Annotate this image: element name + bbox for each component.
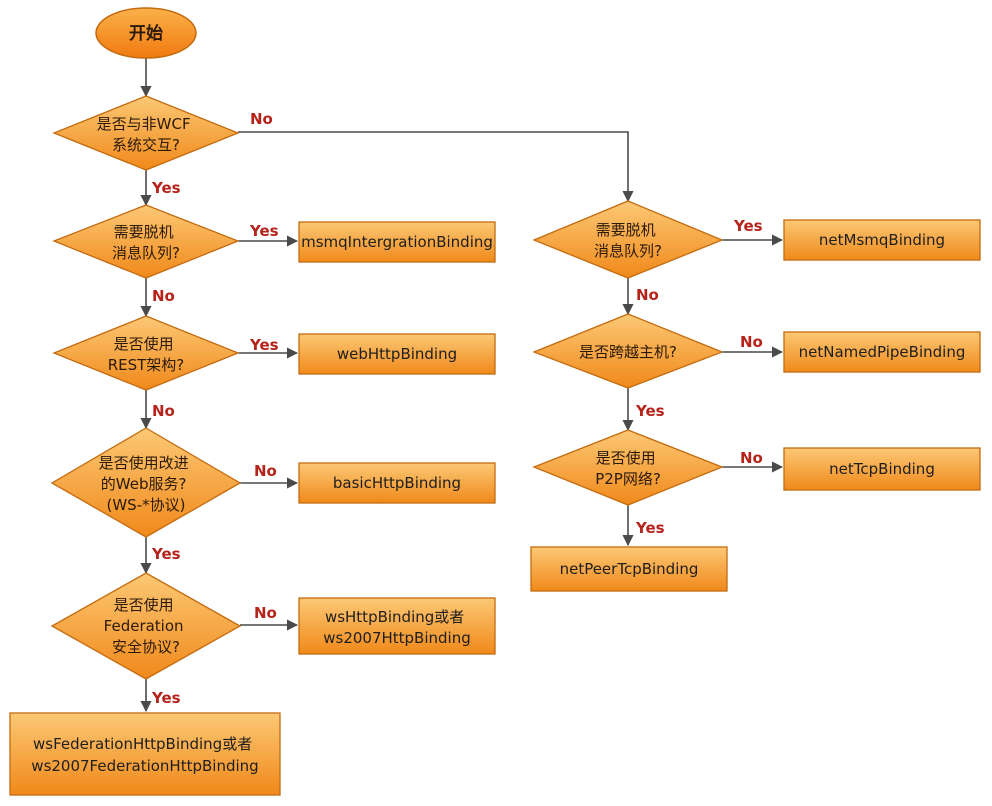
label-non-wcf-yes: Yes (151, 179, 181, 197)
binding-net-named-pipe-label: netNamedPipeBinding (799, 343, 966, 361)
label-federation-no: No (254, 604, 277, 622)
decision-offline-queue-left: 需要脱机 消息队列? (52, 204, 240, 279)
label-p2p-no: No (740, 449, 763, 467)
binding-net-tcp-label: netTcpBinding (829, 460, 935, 478)
svg-text:basicHttpBinding: basicHttpBinding (333, 474, 461, 492)
binding-ws-federation-line2: ws2007FederationHttpBinding (31, 757, 258, 775)
label-offline-right-no: No (636, 286, 659, 304)
decision-offline-queue-right: 需要脱机 消息队列? (532, 200, 724, 279)
binding-net-peer-tcp: netPeerTcpBinding (530, 546, 728, 592)
binding-basic-http-label: basicHttpBinding (333, 474, 461, 492)
svg-text:netMsmqBinding: netMsmqBinding (819, 231, 945, 249)
svg-text:netPeerTcpBinding: netPeerTcpBinding (560, 560, 699, 578)
svg-text:wsHttpBinding或者 ws2007Ht: wsHttpBinding或者 ws2007HttpBinding (323, 608, 471, 647)
decision-improved-ws-line2: 的Web服务? (101, 475, 187, 493)
connectors (140, 58, 784, 713)
label-improved-ws-no: No (254, 462, 277, 480)
label-rest-no: No (152, 402, 175, 420)
binding-basic-http: basicHttpBinding (298, 462, 496, 504)
decision-p2p-line1: 是否使用 (596, 449, 656, 467)
label-offline-right-yes: Yes (733, 217, 763, 235)
svg-text:是否使用 REST架构?: 是否使用 REST架构? (108, 335, 185, 374)
decision-federation: 是否使用 Federation 安全协议? (50, 572, 242, 680)
decision-federation-line1: 是否使用 (114, 596, 174, 614)
decision-cross-host: 是否跨越主机? (532, 313, 724, 389)
binding-ws-http-line2: ws2007HttpBinding (323, 629, 471, 647)
decision-improved-ws: 是否使用改进 的Web服务? (WS-*协议) (50, 427, 242, 538)
binding-ws-federation-line1: wsFederationHttpBinding或者 (33, 735, 252, 753)
decision-offline-queue-left-line2: 消息队列? (112, 244, 180, 262)
binding-web-http-label: webHttpBinding (337, 345, 457, 363)
label-p2p-yes: Yes (635, 519, 665, 537)
label-rest-yes: Yes (249, 336, 279, 354)
svg-text:需要脱机 消息队列?: 需要脱机 消息队列? (594, 221, 662, 260)
decision-federation-line3: 安全协议? (112, 638, 180, 656)
decision-p2p-line2: P2P网络? (595, 470, 661, 488)
svg-text:netTcpBinding: netTcpBinding (829, 460, 935, 478)
label-improved-ws-yes: Yes (151, 545, 181, 563)
svg-text:是否使用改进 的Web服务? (WS: 是否使用改进 的Web服务? (WS-*协议) (99, 454, 194, 514)
binding-ws-http-line1: wsHttpBinding或者 (325, 608, 464, 626)
binding-ws-federation: wsFederationHttpBinding或者 ws2007Federati… (9, 712, 281, 796)
edge-labels: No Yes Yes No Yes No No Yes No Yes Yes N… (151, 110, 763, 707)
svg-text:是否跨越主机?: 是否跨越主机? (579, 343, 677, 361)
binding-msmq-integration: msmqIntergrationBinding (298, 221, 496, 263)
svg-text:是否与非WCF 系统交互?: 是否与非WCF 系统交互? (97, 115, 196, 154)
decision-p2p: 是否使用 P2P网络? (532, 429, 724, 506)
label-cross-host-no: No (740, 333, 763, 351)
label-offline-left-yes: Yes (249, 222, 279, 240)
binding-net-named-pipe: netNamedPipeBinding (783, 331, 981, 373)
decision-non-wcf-line2: 系统交互? (112, 136, 180, 154)
decision-non-wcf-line1: 是否与非WCF (97, 115, 191, 133)
binding-net-tcp: netTcpBinding (783, 447, 981, 491)
binding-net-msmq: netMsmqBinding (783, 219, 981, 261)
svg-text:msmqIntergrationBinding: msmqIntergrationBinding (301, 233, 493, 251)
decision-cross-host-line1: 是否跨越主机? (579, 343, 677, 361)
label-offline-left-no: No (152, 287, 175, 305)
decision-rest-line1: 是否使用 (114, 335, 174, 353)
svg-text:webHttpBinding: webHttpBinding (337, 345, 457, 363)
svg-text:需要脱机 消息队列?: 需要脱机 消息队列? (112, 223, 180, 262)
binding-net-peer-tcp-label: netPeerTcpBinding (560, 560, 699, 578)
label-federation-yes: Yes (151, 689, 181, 707)
svg-text:wsFederationHttpBinding或者: wsFederationHttpBinding或者 ws2007Federati… (31, 735, 258, 775)
label-cross-host-yes: Yes (635, 402, 665, 420)
svg-text:是否使用 P2P网络?: 是否使用 P2P网络? (595, 449, 661, 488)
decision-rest-line2: REST架构? (108, 356, 185, 374)
label-non-wcf-no: No (250, 110, 273, 128)
decision-offline-queue-right-line1: 需要脱机 (596, 221, 656, 239)
binding-web-http: webHttpBinding (298, 333, 496, 375)
svg-text:netNamedPipeBinding: netNamedPipeBinding (799, 343, 966, 361)
decision-improved-ws-line1: 是否使用改进 (99, 454, 189, 472)
decision-federation-line2: Federation (104, 617, 184, 635)
start-label: 开始 (129, 23, 163, 44)
edge-non-wcf-no (238, 131, 634, 203)
binding-net-msmq-label: netMsmqBinding (819, 231, 945, 249)
binding-msmq-integration-label: msmqIntergrationBinding (301, 233, 493, 251)
decision-non-wcf: 是否与非WCF 系统交互? (52, 95, 240, 171)
decision-offline-queue-right-line2: 消息队列? (594, 242, 662, 260)
decision-offline-queue-left-line1: 需要脱机 (114, 223, 174, 241)
start-terminal: 开始 (95, 7, 197, 59)
binding-ws-http: wsHttpBinding或者 ws2007HttpBinding (298, 597, 496, 655)
decision-improved-ws-line3: (WS-*协议) (107, 496, 186, 514)
svg-text:是否使用 Federation 安全: 是否使用 Federation 安全协议? (104, 596, 189, 656)
decision-rest: 是否使用 REST架构? (52, 315, 240, 391)
